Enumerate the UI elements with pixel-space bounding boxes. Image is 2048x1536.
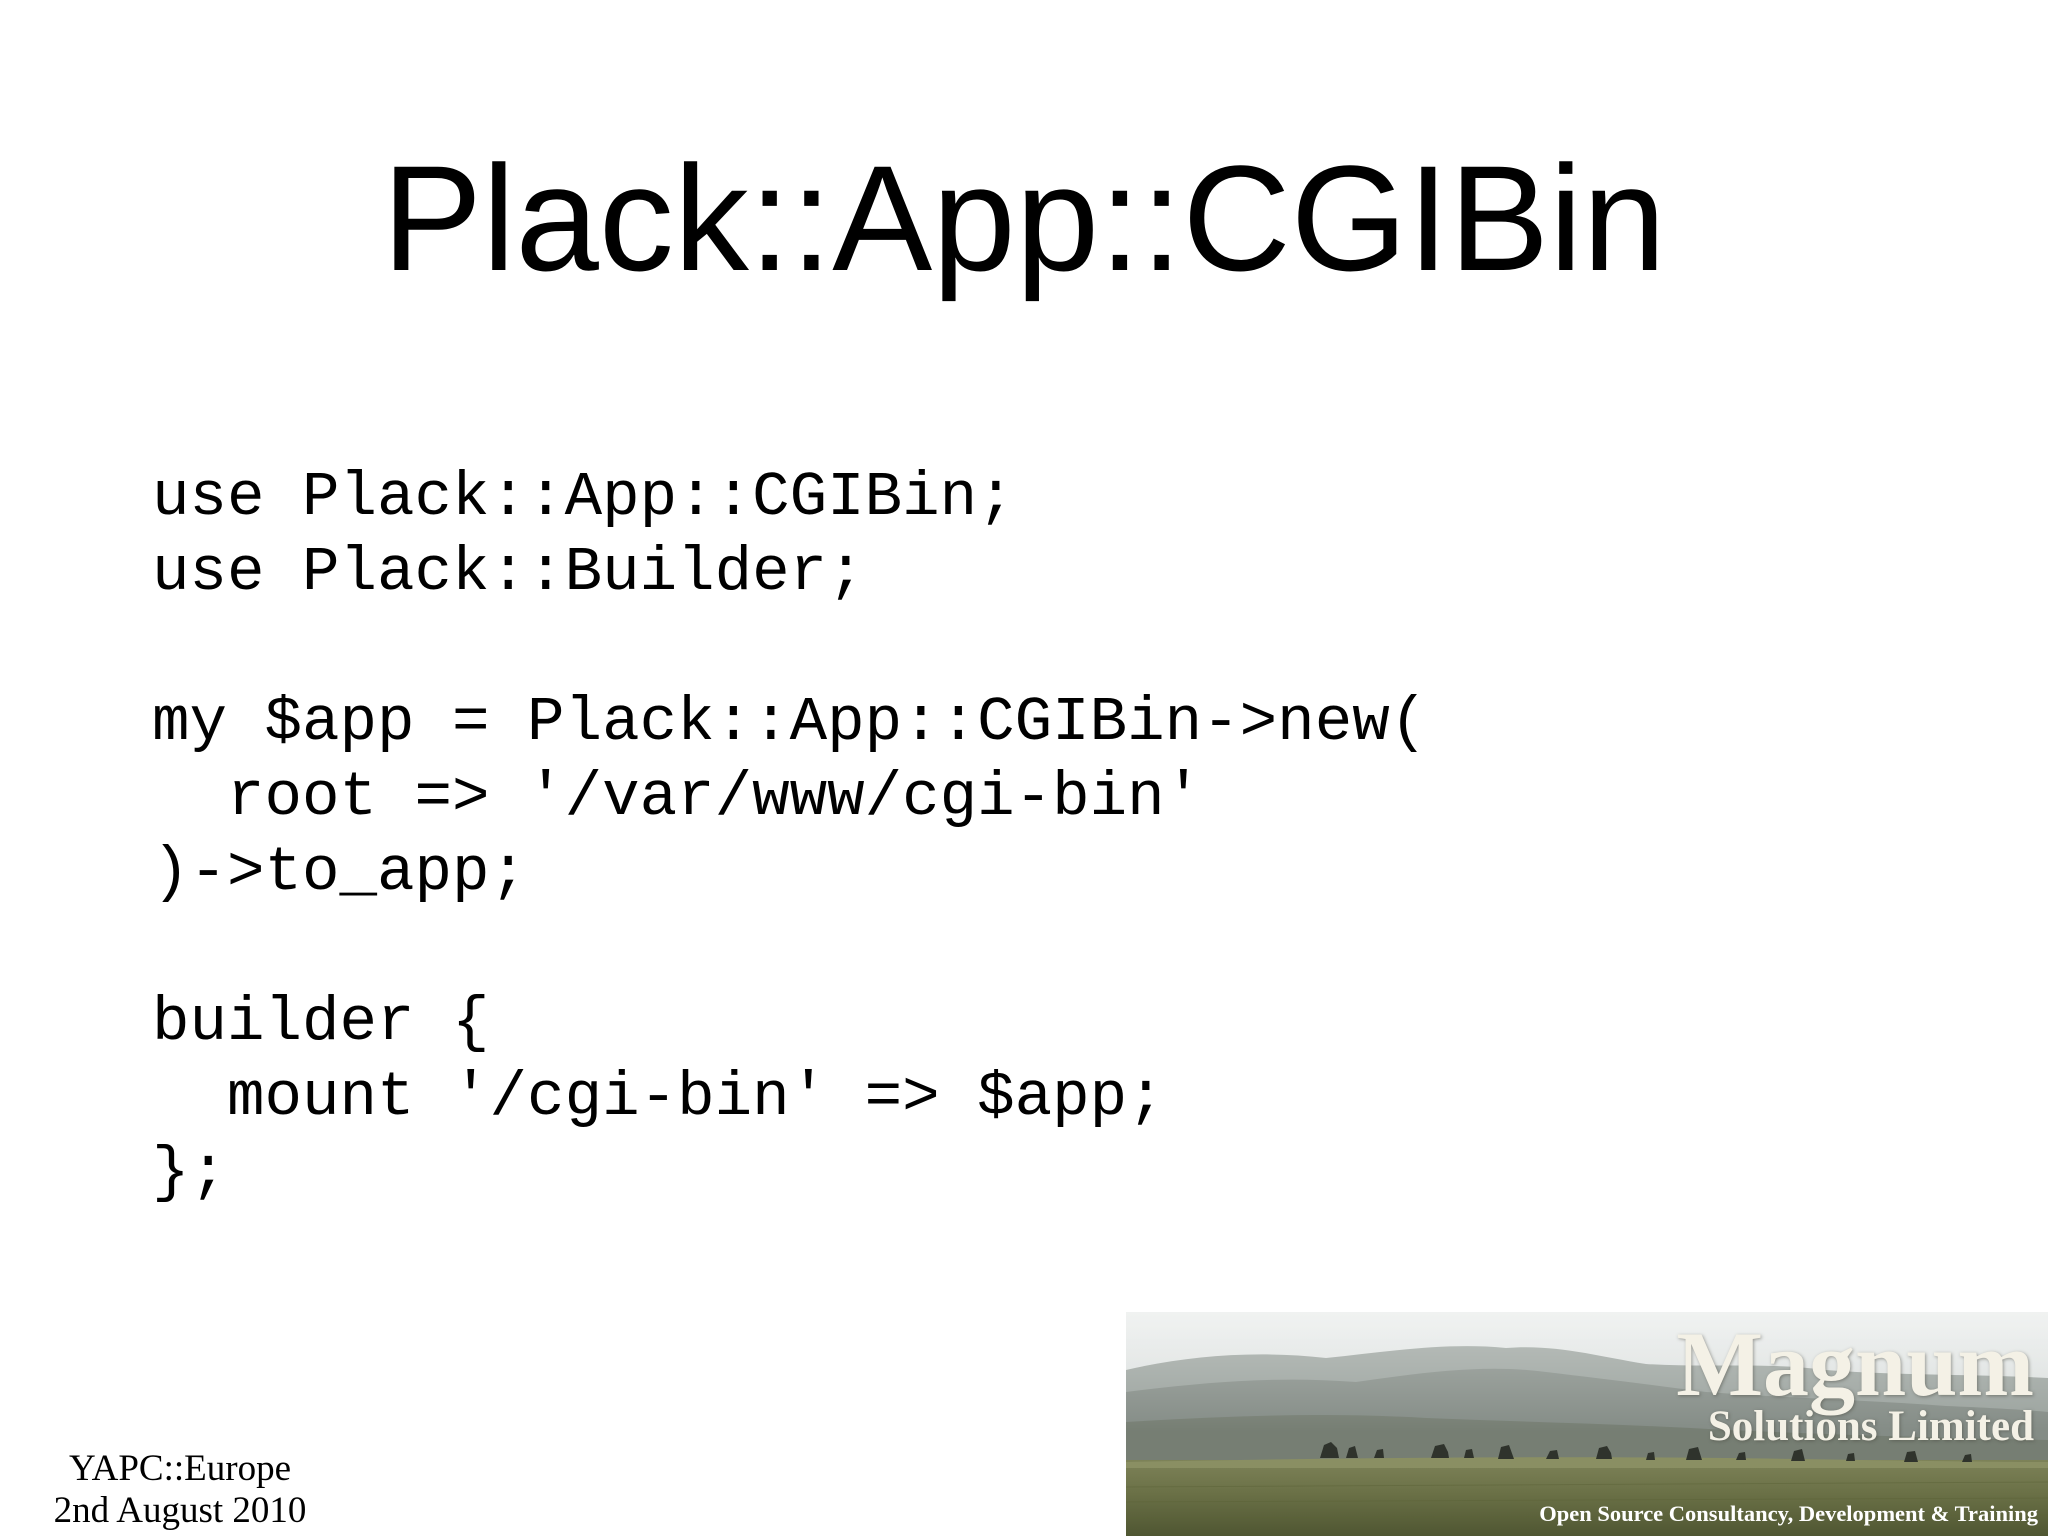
landscape-image <box>1126 1312 2048 1536</box>
footer-event-date: 2nd August 2010 <box>53 1490 307 1531</box>
code-line: builder { <box>152 987 490 1058</box>
footer-event-info: YAPC::Europe 2nd August 2010 <box>0 1448 360 1532</box>
code-line <box>152 910 1427 985</box>
code-line: mount '/cgi-bin' => $app; <box>152 1062 1165 1133</box>
code-line: my $app = Plack::App::CGIBin->new( <box>152 687 1428 758</box>
company-logo-subtitle: Solutions Limited <box>1707 1403 2034 1450</box>
code-line: }; <box>152 1137 228 1208</box>
company-tagline: Open Source Consultancy, Development & T… <box>1539 1501 2038 1526</box>
code-line: use Plack::App::CGIBin; <box>152 462 1015 533</box>
code-line: use Plack::Builder; <box>152 537 865 608</box>
code-line: )->to_app; <box>152 837 528 908</box>
footer-event-name: YAPC::Europe <box>69 1448 291 1489</box>
code-line <box>152 610 1427 685</box>
code-block: use Plack::App::CGIBin;use Plack::Builde… <box>152 460 1427 1210</box>
company-banner: Magnum Solutions Limited Open Source Con… <box>1126 1312 2048 1536</box>
slide-title: Plack::App::CGIBin <box>382 134 1666 302</box>
company-logo-name: Magnum <box>1676 1313 2034 1415</box>
code-line: root => '/var/www/cgi-bin' <box>152 762 1203 833</box>
